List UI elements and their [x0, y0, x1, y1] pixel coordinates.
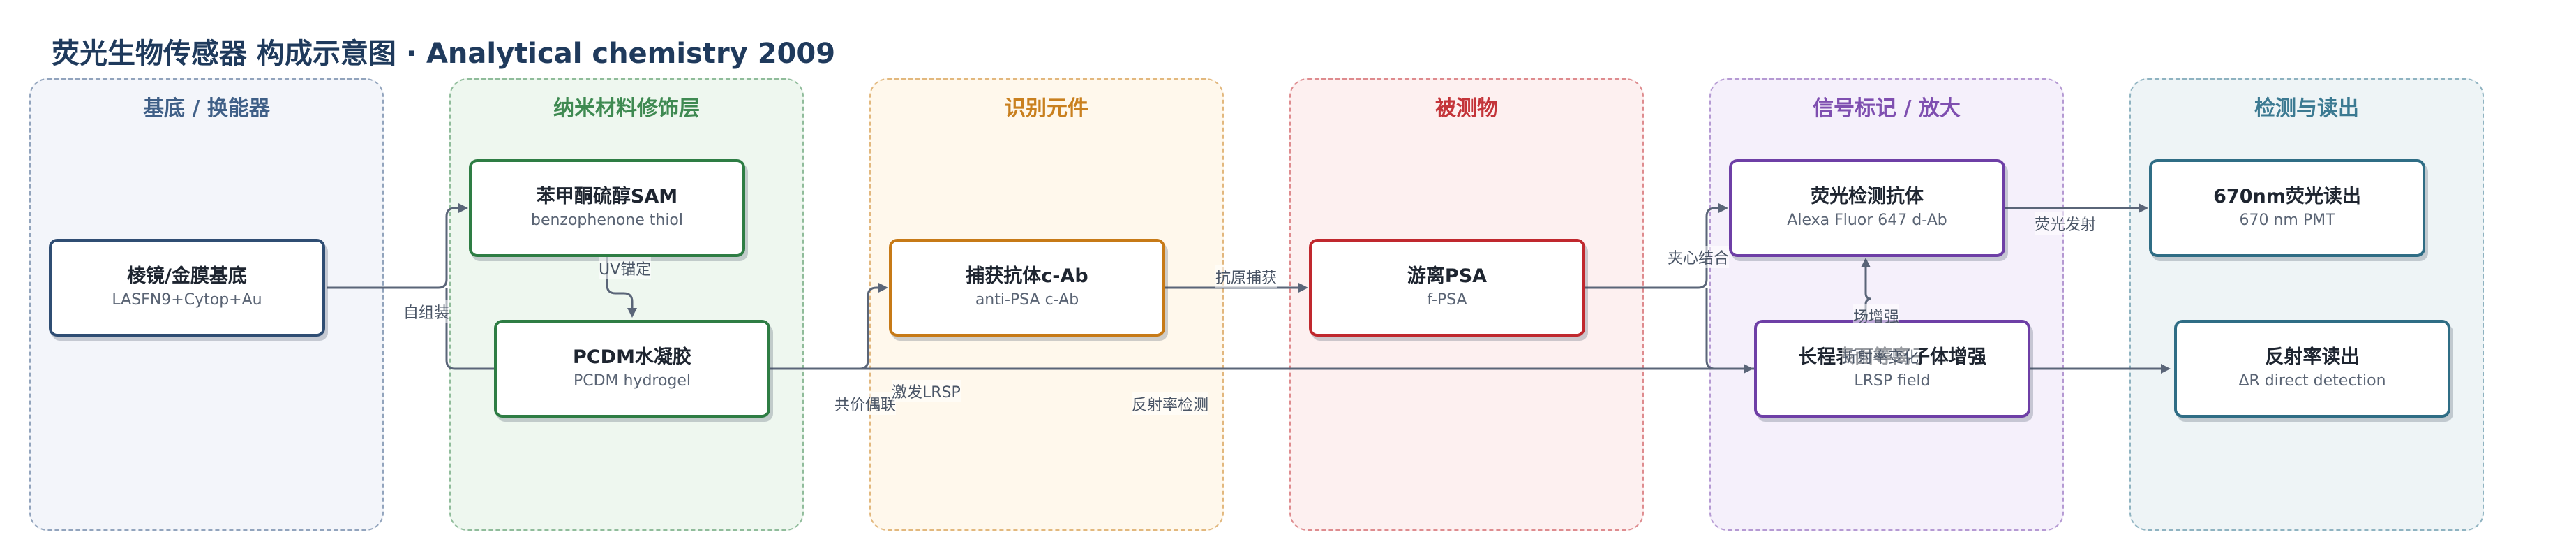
page-title: 荧光生物传感器 构成示意图 · Analytical chemistry 200… — [52, 38, 836, 70]
edge-label-covalent: 共价偶联 — [834, 392, 897, 415]
edge-sam-hydrogel — [606, 254, 637, 318]
node-free-psa: 游离PSA f-PSA — [1309, 239, 1585, 337]
node-title: 游离PSA — [1407, 265, 1488, 287]
node-hydrogel: PCDM水凝胶 PCDM hydrogel — [494, 320, 770, 418]
lane-title: 被测物 — [1435, 96, 1498, 121]
node-fluorescence-readout: 670nm荧光读出 670 nm PMT — [2149, 159, 2425, 257]
node-reflectivity-readout: 反射率读出 ΔR direct detection — [2174, 320, 2450, 418]
node-title: 苯甲酮硫醇SAM — [536, 186, 678, 207]
node-substrate: 棱镜/金膜基底 LASFN9+Cytop+Au — [49, 239, 325, 337]
edge-hydrogel-capture — [767, 283, 888, 370]
node-subtitle: PCDM hydrogel — [573, 372, 691, 390]
lane-nanomaterial: 纳米材料修饰层 — [449, 78, 804, 531]
lane-title: 信号标记 / 放大 — [1813, 96, 1961, 121]
edge-label-antigen-capture: 抗原捕获 — [1215, 265, 1278, 288]
node-lrsp: 长程表面等离子体增强 LRSP field — [1754, 320, 2030, 418]
node-subtitle: LRSP field — [1854, 372, 1931, 390]
edge-label-uv-anchor: UV锚定 — [599, 257, 652, 279]
lane-title: 检测与读出 — [2254, 96, 2359, 121]
node-title: 棱镜/金膜基底 — [127, 265, 247, 287]
node-title: 反射率读出 — [2265, 346, 2360, 368]
node-subtitle: 670 nm PMT — [2239, 212, 2335, 229]
edge-label-refl-change: 折射率变化 — [1842, 345, 1919, 367]
node-title: 捕获抗体c-Ab — [966, 265, 1088, 287]
node-subtitle: LASFN9+Cytop+Au — [112, 291, 262, 309]
edge-lrsp-fluor — [1861, 258, 1872, 320]
lane-title: 纳米材料修饰层 — [553, 96, 700, 121]
edge-substrate-sam — [327, 203, 468, 289]
lane-title: 识别元件 — [1005, 96, 1088, 121]
lane-readout: 检测与读出 — [2129, 78, 2484, 531]
edge-analyte-lrsp — [1705, 288, 1753, 374]
edge-label-fluor-emit: 荧光发射 — [2035, 212, 2097, 235]
node-sam: 苯甲酮硫醇SAM benzophenone thiol — [469, 159, 745, 257]
node-subtitle: f-PSA — [1427, 291, 1467, 309]
lane-title: 基底 / 换能器 — [143, 96, 270, 121]
edge-substrate-refl — [445, 288, 2171, 374]
node-title: PCDM水凝胶 — [573, 346, 691, 368]
node-capture-antibody: 捕获抗体c-Ab anti-PSA c-Ab — [889, 239, 1165, 337]
edge-label-field-enhance: 场增强 — [1853, 304, 1900, 327]
node-subtitle: benzophenone thiol — [530, 212, 684, 229]
node-subtitle: ΔR direct detection — [2238, 372, 2386, 390]
node-subtitle: Alexa Fluor 647 d-Ab — [1787, 212, 1947, 229]
edge-label-excite-lrsp: 激发LRSP — [892, 380, 961, 402]
edge-label-refl-detect: 反射率检测 — [1132, 392, 1209, 415]
edge-label-sandwich: 夹心结合 — [1668, 246, 1730, 268]
node-title: 荧光检测抗体 — [1811, 186, 1924, 207]
node-fluorescent-antibody: 荧光检测抗体 Alexa Fluor 647 d-Ab — [1729, 159, 2005, 257]
node-title: 670nm荧光读出 — [2213, 186, 2361, 207]
edge-label-self-assembly: 自组装 — [403, 300, 450, 323]
node-subtitle: anti-PSA c-Ab — [975, 291, 1079, 309]
